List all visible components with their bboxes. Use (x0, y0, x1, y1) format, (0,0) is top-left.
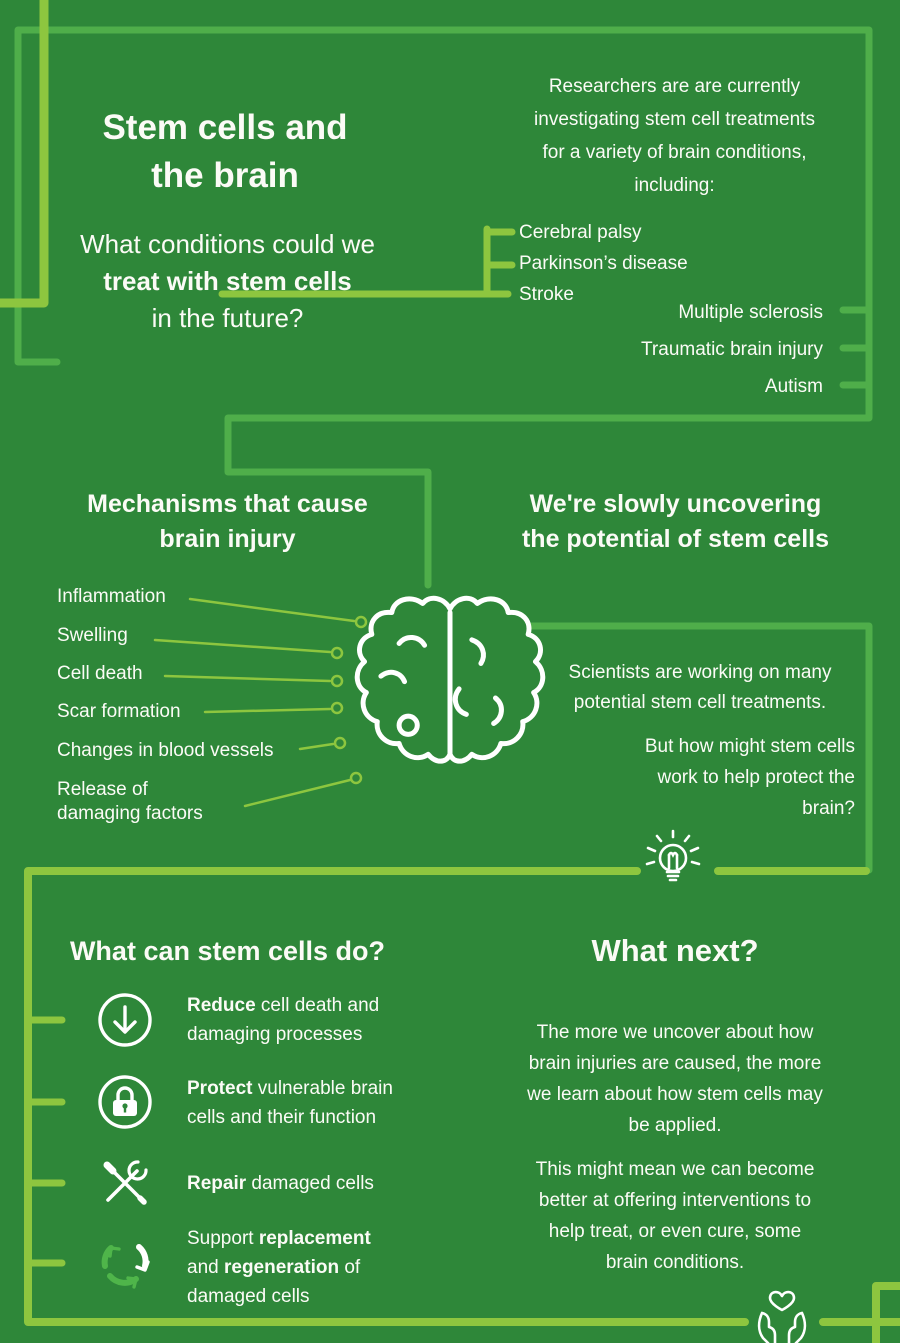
condition-stroke: Stroke (519, 284, 574, 305)
condition-traumatic-brain-injury: Traumatic brain injury (641, 339, 823, 360)
cando-item-reduce: Reduce cell death and damaging processes (187, 995, 380, 1045)
how-might-paragraph: But how might stem cells work to help pr… (644, 736, 855, 819)
mechanism-scar-formation: Scar formation (57, 701, 181, 722)
mechanism-blood-vessels: Changes in blood vessels (57, 740, 274, 761)
cando-heading: What can stem cells do? (69, 936, 386, 966)
tools-icon (103, 1160, 148, 1205)
cando-item-repair: Repair damaged cells (187, 1173, 374, 1194)
brain-icon (354, 595, 546, 764)
cando-item-replace: Support replacement and regeneration of … (187, 1228, 371, 1307)
recycle-icon (101, 1244, 150, 1289)
page-title: Stem cells and the brain (102, 108, 348, 195)
whatnext-paragraph-1: The more we uncover about how brain inju… (527, 1022, 823, 1136)
mechanism-inflammation: Inflammation (57, 586, 166, 607)
hands-heart-icon (757, 1290, 807, 1343)
research-intro-text: Researchers are are currently investigat… (534, 76, 815, 196)
mechanisms-heading: Mechanisms that cause brain injury (87, 490, 368, 553)
page-subtitle: What conditions could we treat with stem… (80, 229, 375, 333)
mechanism-damaging-factors: Release of damaging factors (57, 779, 203, 824)
condition-cerebral-palsy: Cerebral palsy (519, 222, 642, 243)
condition-autism: Autism (764, 376, 823, 397)
uncovering-heading: We're slowly uncovering the potential of… (521, 490, 829, 553)
down-arrow-circle-icon (98, 993, 152, 1047)
condition-multiple-sclerosis: Multiple sclerosis (678, 302, 823, 323)
lightbulb-icon (645, 829, 701, 882)
condition-parkinsons: Parkinson’s disease (519, 253, 688, 274)
whatnext-paragraph-2: This might mean we can become better at … (535, 1159, 815, 1273)
whatnext-heading: What next? (591, 933, 759, 968)
scientists-paragraph: Scientists are working on many potential… (568, 662, 832, 713)
cando-item-protect: Protect vulnerable brain cells and their… (187, 1078, 393, 1128)
mechanism-swelling: Swelling (57, 625, 128, 646)
conditions-right-list: Multiple sclerosis Traumatic brain injur… (523, 294, 823, 405)
lock-icon (98, 1075, 152, 1129)
conditions-left-list: Cerebral palsy Parkinson’s disease Strok… (519, 217, 819, 310)
mechanism-cell-death: Cell death (57, 663, 143, 684)
